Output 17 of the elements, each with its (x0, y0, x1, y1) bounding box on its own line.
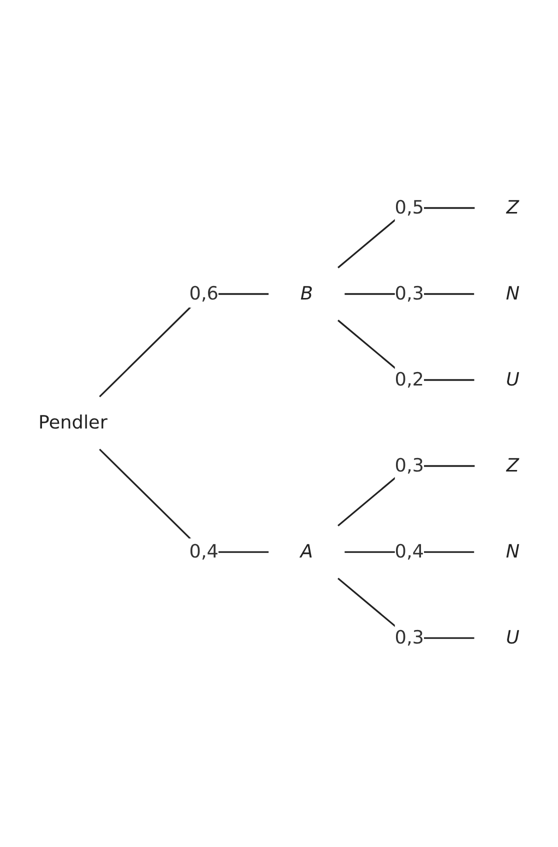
node-text: Z (506, 198, 519, 219)
edge-label: 0,6 (189, 284, 218, 305)
edge-label: 0,4 (189, 542, 218, 563)
node-text: Pendler (38, 413, 108, 434)
node-text: A (300, 542, 313, 563)
node-text: B (300, 284, 313, 305)
edge-label: 0,4 (394, 542, 424, 563)
node-text: U (506, 628, 520, 649)
node-text: U (506, 370, 520, 391)
node-text: N (506, 542, 520, 563)
edge-label: 0,5 (394, 198, 424, 219)
edge-label: 0,3 (394, 284, 424, 305)
edge-label: 0,3 (394, 628, 424, 649)
node-text: N (506, 284, 520, 305)
edge-label: 0,3 (394, 456, 424, 477)
node-text: Z (506, 456, 519, 477)
edge-label: 0,2 (394, 370, 424, 391)
